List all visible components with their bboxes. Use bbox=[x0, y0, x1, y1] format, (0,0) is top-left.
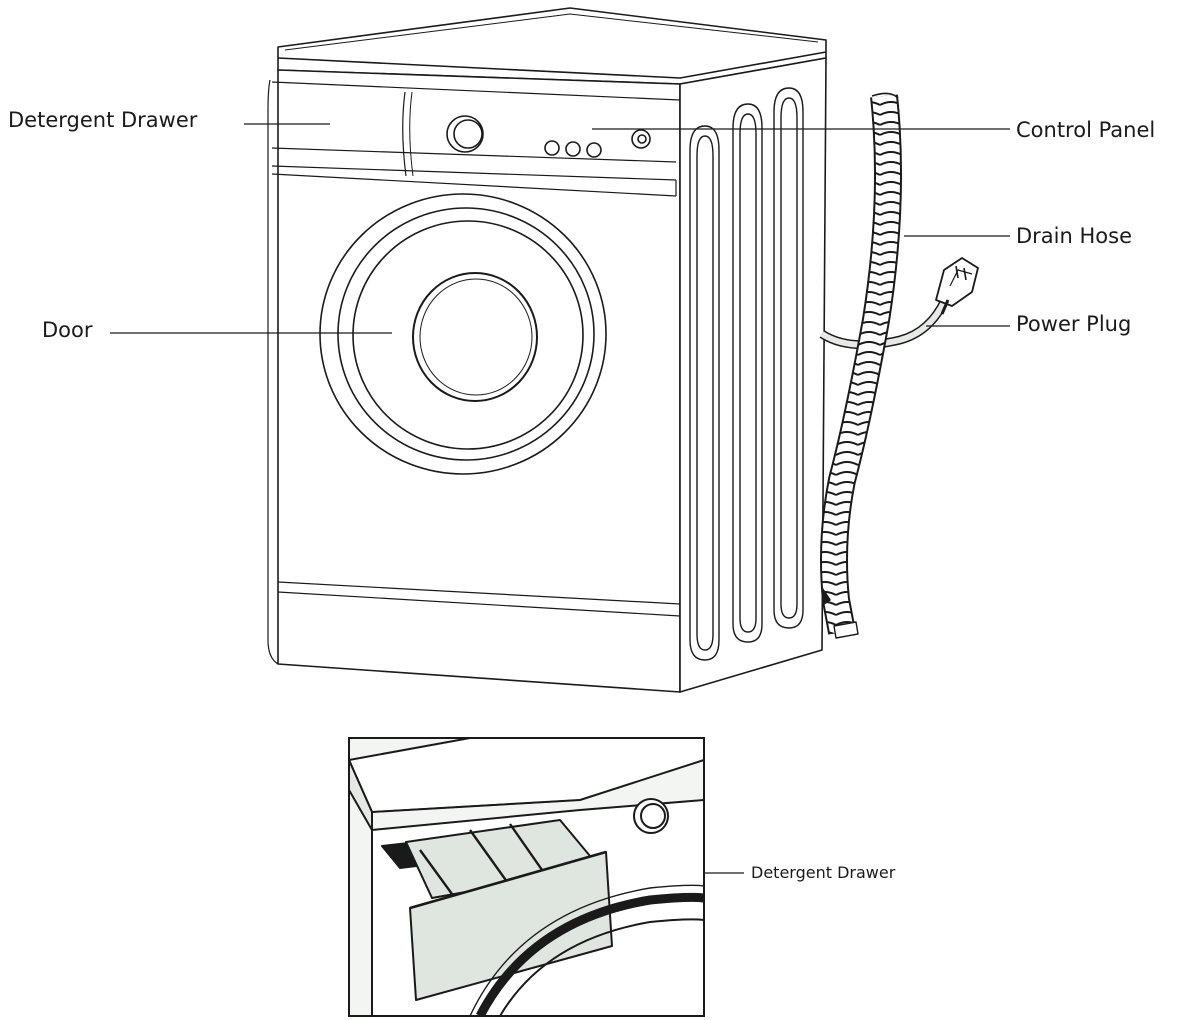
machine-front bbox=[277, 69, 681, 693]
label-control-panel: Control Panel bbox=[1016, 118, 1156, 142]
label-detergent-drawer: Detergent Drawer bbox=[8, 108, 198, 132]
inset-frame bbox=[348, 737, 705, 1017]
label-drain-hose: Drain Hose bbox=[1016, 224, 1132, 248]
washing-machine bbox=[267, 7, 979, 693]
label-inset-detergent-drawer: Detergent Drawer bbox=[751, 863, 896, 882]
control-buttons bbox=[544, 140, 602, 158]
side-ribs bbox=[689, 87, 804, 661]
power-plug bbox=[935, 257, 979, 315]
detergent-drawer-front bbox=[402, 91, 407, 177]
inset-knob bbox=[633, 798, 669, 834]
inset-door-arc bbox=[476, 892, 704, 1016]
door bbox=[319, 193, 607, 475]
power-button bbox=[631, 129, 651, 149]
drawer-inset bbox=[348, 737, 705, 1017]
label-power-plug: Power Plug bbox=[1016, 312, 1132, 336]
machine-side bbox=[679, 57, 827, 693]
label-door: Door bbox=[42, 318, 93, 342]
program-dial bbox=[446, 115, 484, 153]
